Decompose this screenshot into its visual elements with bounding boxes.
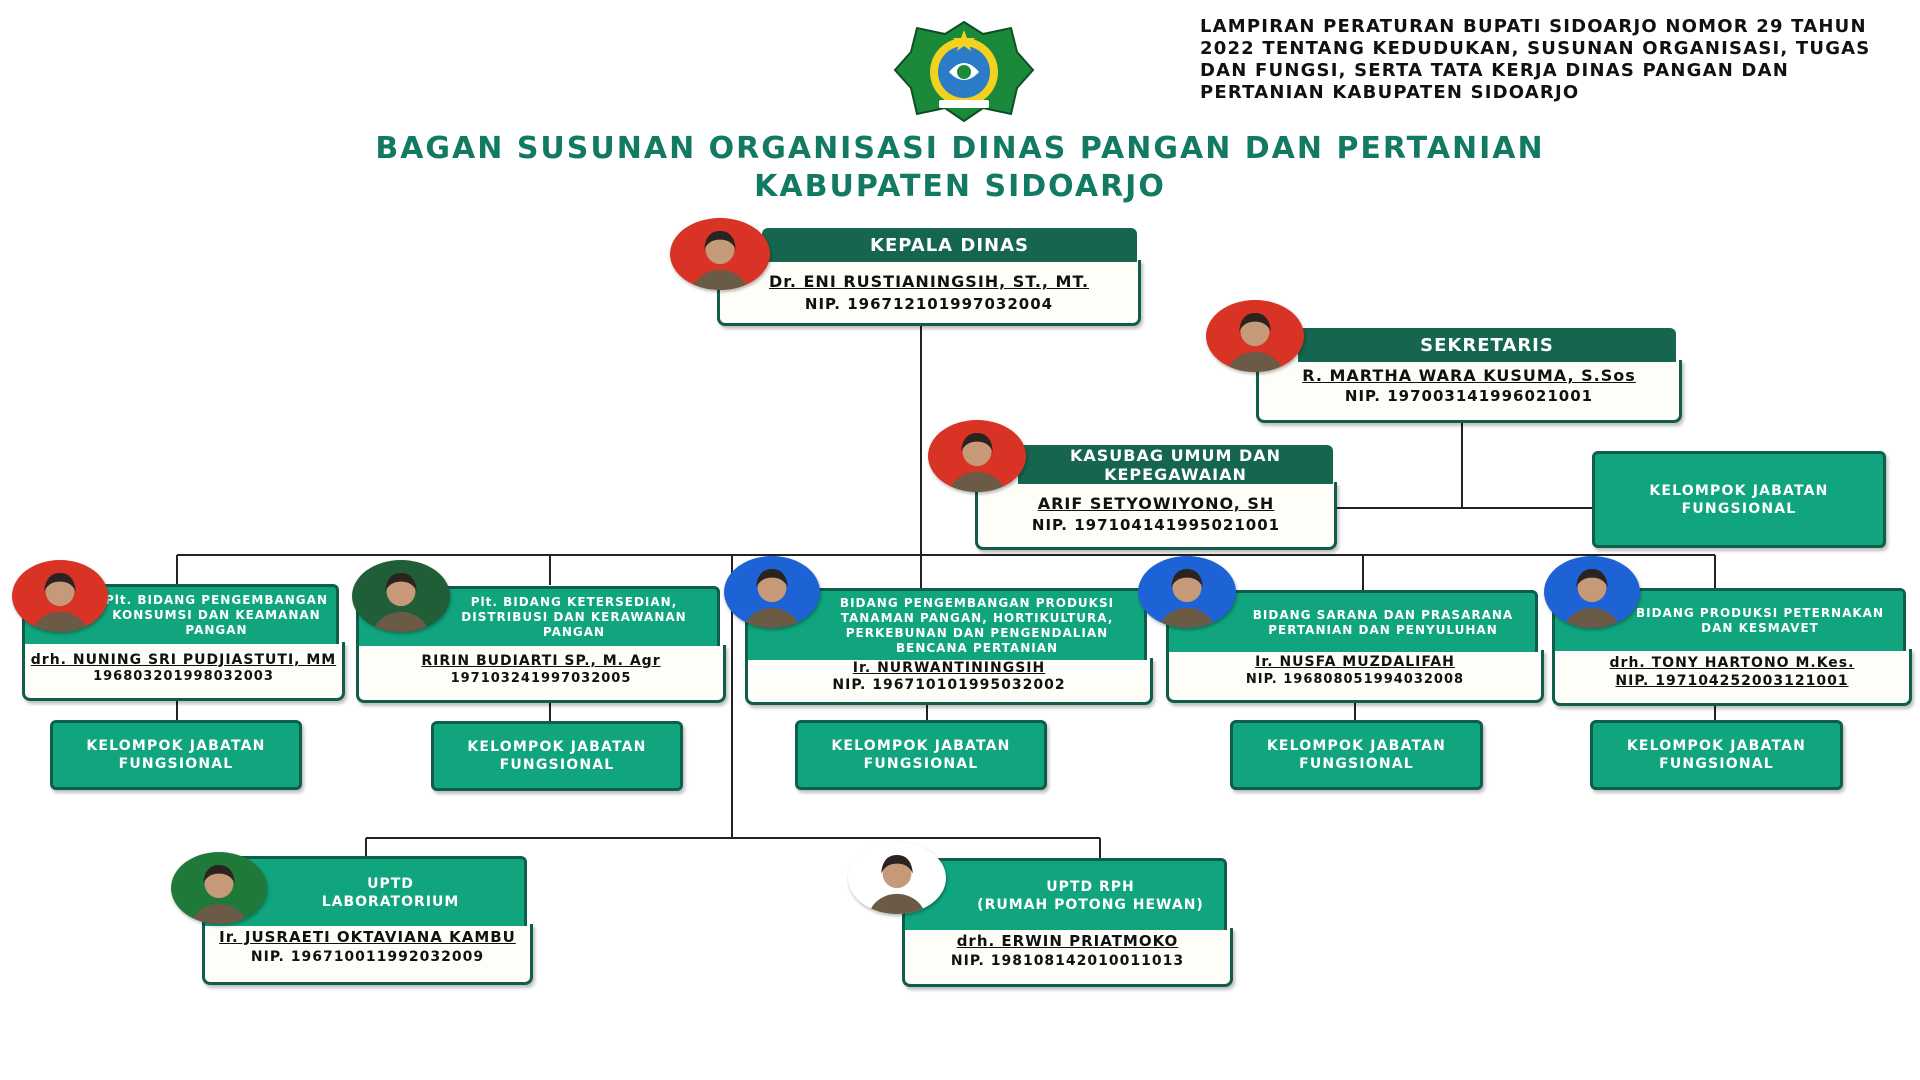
kasubag-avatar xyxy=(928,420,1026,492)
uptd-2-title-line-1: UPTD RPH xyxy=(1046,878,1135,895)
bidang-2-name: RIRIN BUDIARTI SP., M. Agr xyxy=(421,653,661,669)
bidang-4-name: Ir. NUSFA MUZDALIFAH xyxy=(1255,654,1455,670)
uptd-2-name: drh. ERWIN PRIATMOKO xyxy=(956,932,1179,950)
sekretaris-title: SEKRETARIS xyxy=(1298,328,1676,362)
uptd-1-nip: NIP. 196710011992032009 xyxy=(250,949,485,965)
uptd-1-avatar xyxy=(171,852,267,924)
bidang-3-nip: NIP. 196710101995032002 xyxy=(832,677,1066,693)
bidang-1-info: drh. NUNING SRI PUDJIASTUTI, MM 19680320… xyxy=(22,642,345,701)
title-line-1: BAGAN SUSUNAN ORGANISASI DINAS PANGAN DA… xyxy=(375,131,1545,166)
uptd-2-nip: NIP. 198108142010011013 xyxy=(950,953,1185,969)
bidang-1-avatar xyxy=(12,560,108,632)
bidang-1-name: drh. NUNING SRI PUDJIASTUTI, MM xyxy=(30,652,337,668)
kepala-name: Dr. ENI RUSTIANINGSIH, ST., MT. xyxy=(768,272,1090,291)
fungsional-sekretaris-box: KELOMPOK JABATAN FUNGSIONAL xyxy=(1592,451,1886,548)
kasubag-title: KASUBAG UMUM DAN KEPEGAWAIAN xyxy=(1018,445,1333,484)
regency-logo xyxy=(893,20,1036,123)
bidang-2-nip: 197103241997032005 xyxy=(450,671,632,686)
bidang-1-nip: 196803201998032003 xyxy=(93,669,274,684)
page-title: BAGAN SUSUNAN ORGANISASI DINAS PANGAN DA… xyxy=(330,130,1590,206)
uptd-1-info: Ir. JUSRAETI OKTAVIANA KAMBU NIP. 196710… xyxy=(202,924,533,985)
fungsional-box-5: KELOMPOK JABATAN FUNGSIONAL xyxy=(1590,720,1843,790)
kepala-info: Dr. ENI RUSTIANINGSIH, ST., MT. NIP. 196… xyxy=(717,260,1141,326)
uptd-2-title: UPTD RPH (RUMAH POTONG HEWAN) xyxy=(902,858,1227,930)
bidang-3-name: Ir. NURWANTININGSIH xyxy=(852,660,1046,676)
sekretaris-name: R. MARTHA WARA KUSUMA, S.Sos xyxy=(1302,366,1636,385)
sekretaris-avatar xyxy=(1206,300,1304,372)
bidang-5-name: drh. TONY HARTONO M.Kes. xyxy=(1609,655,1855,671)
fungsional-box-4: KELOMPOK JABATAN FUNGSIONAL xyxy=(1230,720,1483,790)
uptd-1-title-line-2: LABORATORIUM xyxy=(321,893,460,910)
person-photo-icon xyxy=(691,230,749,290)
uptd-1-name: Ir. JUSRAETI OKTAVIANA KAMBU xyxy=(219,928,516,946)
person-photo-icon xyxy=(1226,312,1284,372)
bidang-3-avatar xyxy=(724,556,820,628)
person-photo-icon xyxy=(868,854,926,914)
fungsional-box-3: KELOMPOK JABATAN FUNGSIONAL xyxy=(795,720,1047,790)
uptd-1-title-line-1: UPTD xyxy=(367,875,414,892)
bidang-5-avatar xyxy=(1544,556,1640,628)
bidang-3-title: BIDANG PENGEMBANGAN PRODUKSI TANAMAN PAN… xyxy=(745,588,1147,660)
person-photo-icon xyxy=(1563,568,1621,628)
bidang-2-avatar xyxy=(352,560,450,632)
uptd-2-title-line-2: (RUMAH POTONG HEWAN) xyxy=(977,896,1204,913)
sekretaris-info: R. MARTHA WARA KUSUMA, S.Sos NIP. 197003… xyxy=(1256,360,1682,423)
kepala-nip: NIP. 196712101997032004 xyxy=(804,295,1054,313)
bidang-5-nip: NIP. 197104252003121001 xyxy=(1615,673,1849,689)
person-photo-icon xyxy=(372,572,430,632)
kasubag-name: ARIF SETYOWIYONO, SH xyxy=(1037,494,1275,513)
bidang-2-info: RIRIN BUDIARTI SP., M. Agr 1971032419970… xyxy=(356,645,726,703)
kasubag-info: ARIF SETYOWIYONO, SH NIP. 19710414199502… xyxy=(975,482,1337,550)
kasubag-nip: NIP. 197104141995021001 xyxy=(1031,516,1281,534)
person-photo-icon xyxy=(743,568,801,628)
regulation-note: LAMPIRAN PERATURAN BUPATI SIDOARJO NOMOR… xyxy=(1200,16,1871,103)
uptd-2-info: drh. ERWIN PRIATMOKO NIP. 19810814201001… xyxy=(902,928,1233,987)
person-photo-icon xyxy=(1158,568,1216,628)
person-photo-icon xyxy=(31,572,89,632)
uptd-2-avatar xyxy=(848,842,946,914)
bidang-4-avatar xyxy=(1138,556,1236,628)
title-line-2: KABUPATEN SIDOARJO xyxy=(754,169,1166,204)
bidang-4-nip: NIP. 196808051994032008 xyxy=(1245,672,1465,687)
person-photo-icon xyxy=(190,864,248,924)
sidoarjo-regency-emblem-icon xyxy=(893,20,1035,123)
bidang-5-info: drh. TONY HARTONO M.Kes. NIP. 1971042520… xyxy=(1552,649,1912,706)
bidang-4-info: Ir. NUSFA MUZDALIFAH NIP. 19680805199403… xyxy=(1166,650,1544,703)
fungsional-box-2: KELOMPOK JABATAN FUNGSIONAL xyxy=(431,721,683,791)
kepala-title: KEPALA DINAS xyxy=(762,228,1137,262)
fungsional-box-1: KELOMPOK JABATAN FUNGSIONAL xyxy=(50,720,302,790)
bidang-3-info: Ir. NURWANTININGSIH NIP. 196710101995032… xyxy=(745,658,1153,705)
kepala-avatar xyxy=(670,218,770,290)
person-photo-icon xyxy=(948,432,1006,492)
sekretaris-nip: NIP. 197003141996021001 xyxy=(1344,387,1594,405)
